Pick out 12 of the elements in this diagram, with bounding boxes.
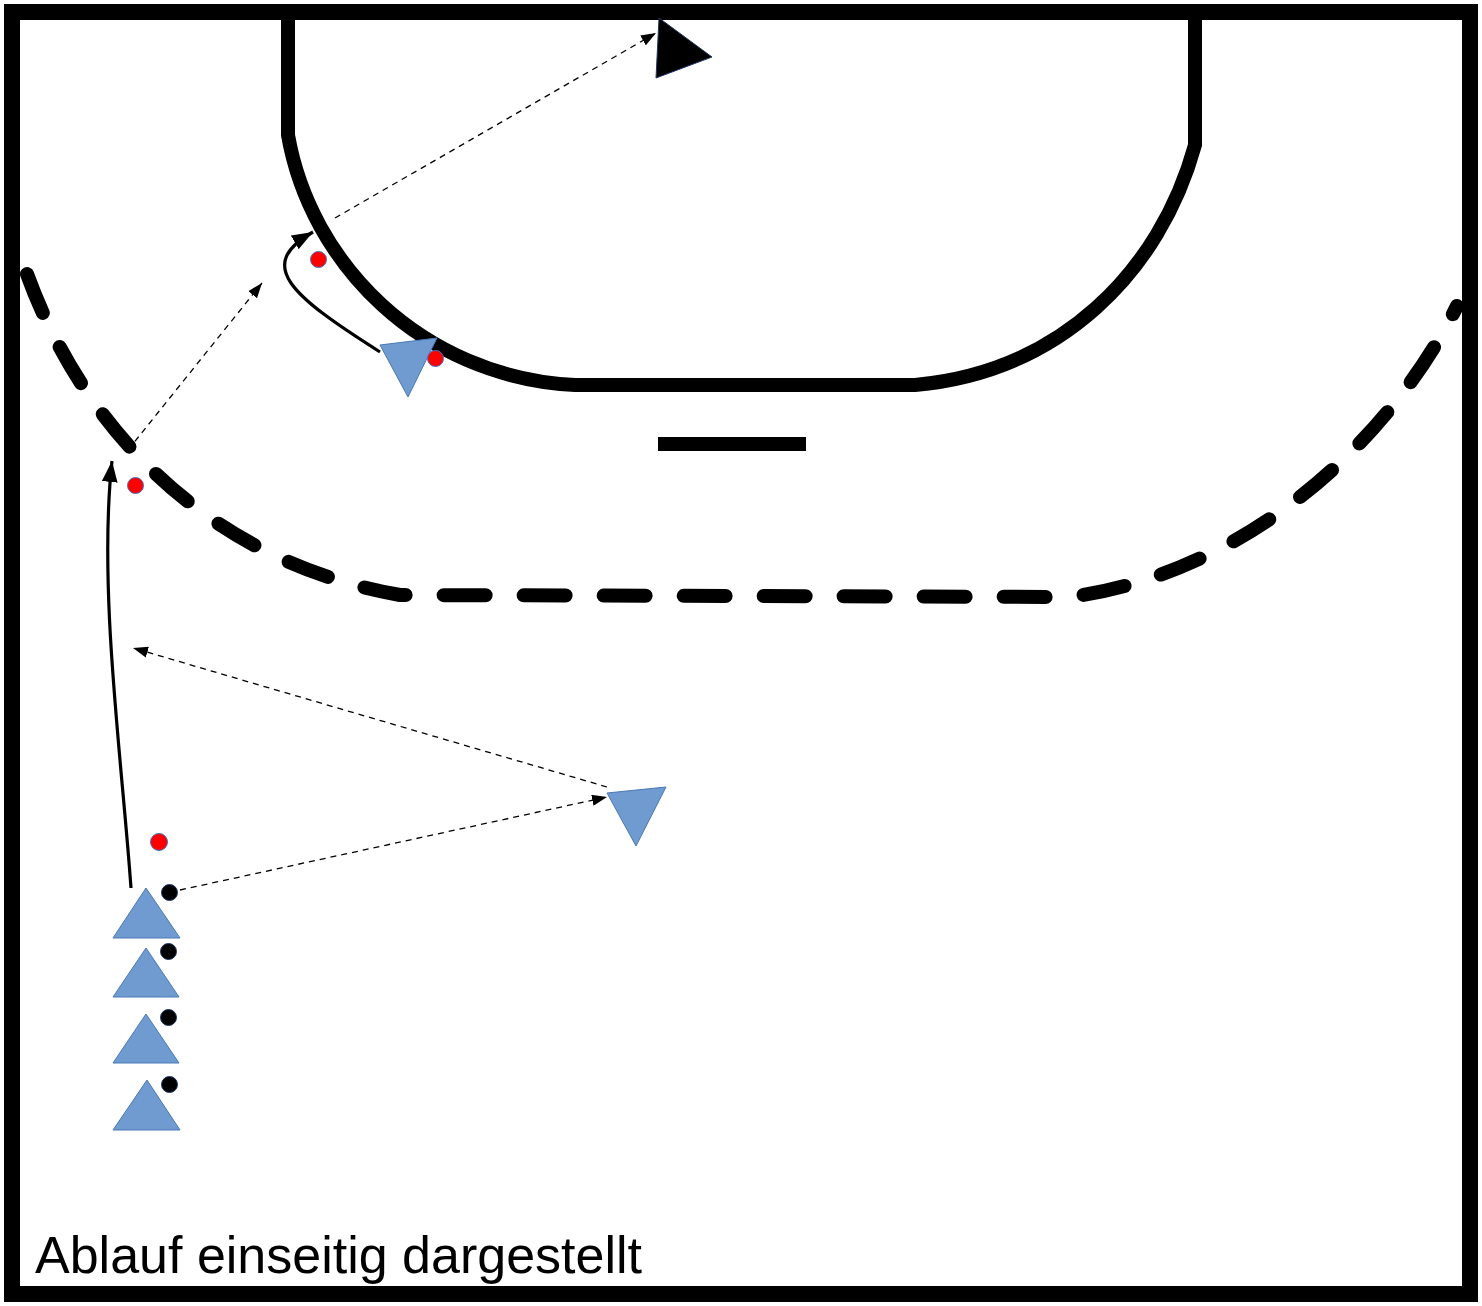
player-symbol xyxy=(380,338,437,397)
player-symbol xyxy=(607,787,666,846)
pass-arrow xyxy=(132,645,608,788)
player-symbol xyxy=(113,1080,180,1130)
player-symbol xyxy=(113,888,180,938)
pass-arrow xyxy=(179,793,608,891)
run-arrow xyxy=(283,230,381,354)
run-arrow xyxy=(102,460,133,889)
pass-arrow xyxy=(334,32,657,219)
player-symbol xyxy=(113,948,179,997)
goalkeeper-symbol xyxy=(656,18,712,78)
player-symbol xyxy=(113,1014,179,1063)
